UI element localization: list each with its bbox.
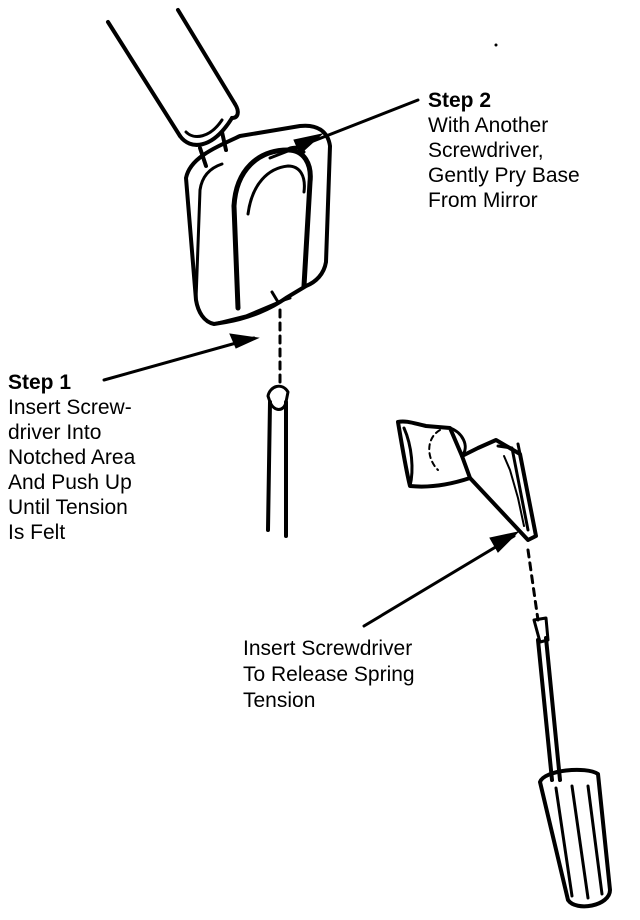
step1-line-4: And Push Up — [8, 471, 132, 494]
step1-line-3: Notched Area — [8, 446, 136, 469]
mirror-arm — [106, 8, 240, 168]
step1-callout: Step 1 Insert Screw- driver Into Notched… — [8, 370, 135, 545]
step1-line-6: Is Felt — [8, 521, 66, 544]
step1-title: Step 1 — [8, 371, 72, 394]
release-arrowhead — [489, 531, 520, 553]
release-arrow — [362, 534, 516, 628]
step2-line-3: Gently Pry Base — [428, 164, 580, 187]
release-mechanism — [396, 419, 538, 542]
release-line-3: Tension — [243, 689, 316, 712]
step1-arrowhead — [229, 333, 260, 349]
step1-arrow — [102, 336, 256, 382]
release-line-1: Insert Screwdriver — [243, 637, 413, 660]
release-callout: Insert Screwdriver To Release Spring Ten… — [243, 636, 415, 714]
step1-line-1: Insert Screw- — [8, 396, 132, 419]
step2-line-4: From Mirror — [428, 189, 538, 212]
step2-callout: Step 2 With Another Screwdriver, Gently … — [428, 88, 580, 213]
step2-line-2: Screwdriver, — [428, 139, 544, 162]
step2-title: Step 2 — [428, 89, 492, 112]
mirror-base — [184, 123, 332, 326]
screwdriver-2 — [532, 616, 612, 909]
step2-arrowhead — [293, 133, 324, 155]
release-line-2: To Release Spring — [243, 663, 415, 686]
screwdriver-tip-1 — [266, 384, 290, 538]
step2-line-1: With Another — [428, 114, 549, 137]
step2-arrow — [268, 98, 420, 160]
step1-line-5: Until Tension — [8, 496, 128, 519]
step1-line-2: driver Into — [8, 421, 102, 444]
release-guide-line — [526, 548, 540, 622]
